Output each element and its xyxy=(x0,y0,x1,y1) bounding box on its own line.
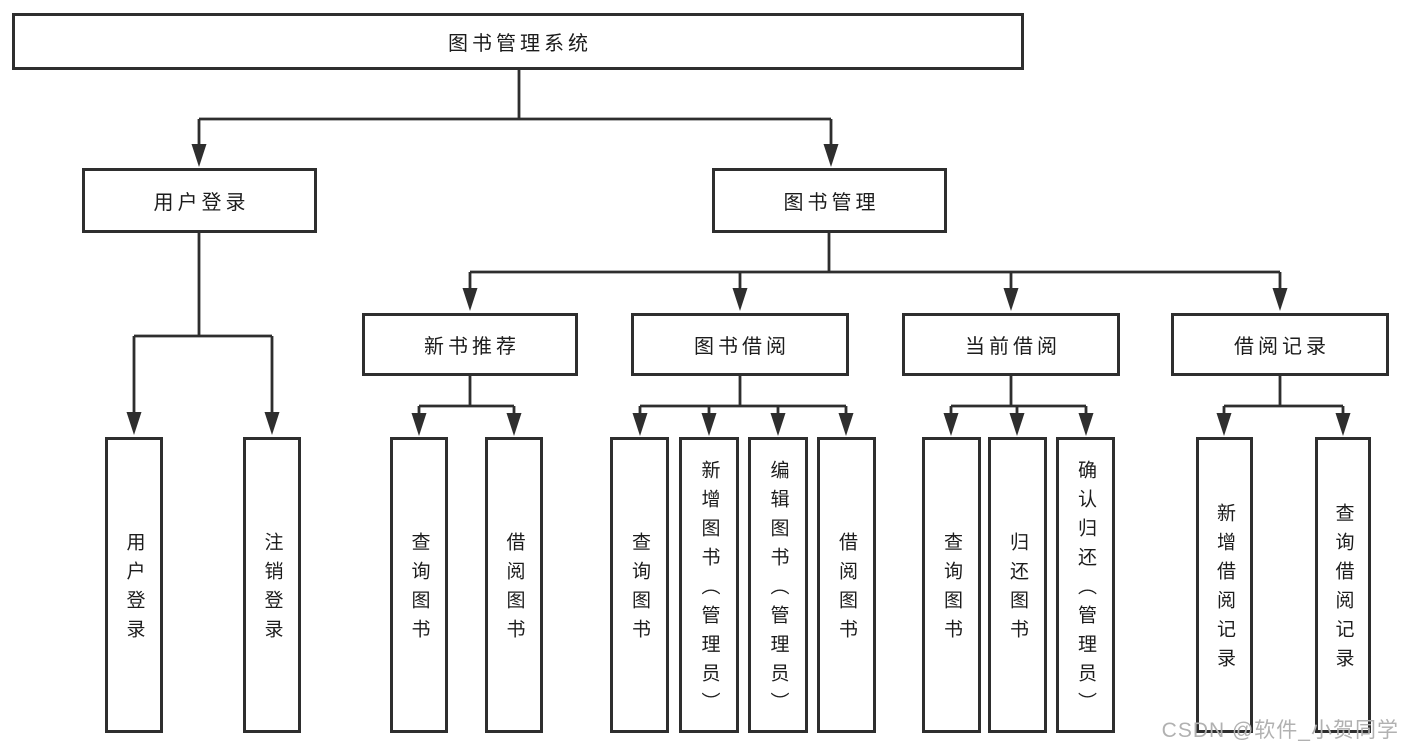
leaf-add-books-admin: 新增图书（管理员） xyxy=(679,437,739,733)
connector-current-to-leaves xyxy=(949,376,1088,417)
leaf-borrow-books-label: 借阅图书 xyxy=(836,532,857,648)
node-book-borrowing-label: 图书借阅 xyxy=(694,336,790,358)
node-root-system: 图书管理系统 xyxy=(12,13,1024,70)
leaf-query-books-borrow: 查询图书 xyxy=(610,437,669,733)
node-user-login-group: 用户登录 xyxy=(82,168,317,233)
node-book-management-label: 图书管理 xyxy=(783,192,880,214)
connector-root-to-level2 xyxy=(197,70,833,146)
node-user-login-group-label: 用户登录 xyxy=(153,192,250,214)
connector-borrow-to-leaves xyxy=(638,376,848,417)
leaf-query-borrow-record: 查询借阅记录 xyxy=(1315,437,1371,733)
connector-userlogin-to-leaves xyxy=(132,233,274,416)
connector-bookmgmt-to-level3 xyxy=(468,233,1282,291)
connector-records-to-leaves xyxy=(1222,376,1345,417)
leaf-query-books-recommend: 查询图书 xyxy=(390,437,448,733)
node-book-management: 图书管理 xyxy=(712,168,947,233)
leaf-query-books-current-label: 查询图书 xyxy=(941,532,962,648)
node-borrow-records-label: 借阅记录 xyxy=(1234,336,1330,358)
node-new-book-recommend: 新书推荐 xyxy=(362,313,578,376)
leaf-user-login-label: 用户登录 xyxy=(123,532,145,648)
node-current-borrowing: 当前借阅 xyxy=(902,313,1120,376)
leaf-add-books-admin-label: 新增图书（管理员） xyxy=(698,459,720,721)
leaf-return-books-label: 归还图书 xyxy=(1007,532,1028,648)
leaf-add-borrow-record-label: 新增借阅记录 xyxy=(1214,503,1235,677)
connector-newbook-to-leaves xyxy=(417,376,516,417)
node-root-system-label: 图书管理系统 xyxy=(448,33,592,55)
leaf-confirm-return-admin: 确认归还（管理员） xyxy=(1056,437,1115,733)
node-current-borrowing-label: 当前借阅 xyxy=(965,336,1061,358)
leaf-add-borrow-record: 新增借阅记录 xyxy=(1196,437,1253,733)
leaf-edit-books-admin-label: 编辑图书（管理员） xyxy=(767,459,789,721)
leaf-user-login: 用户登录 xyxy=(105,437,163,733)
leaf-logout: 注销登录 xyxy=(243,437,301,733)
node-borrow-records: 借阅记录 xyxy=(1171,313,1389,376)
leaf-borrow-books-recommend-label: 借阅图书 xyxy=(503,532,525,648)
leaf-confirm-return-admin-label: 确认归还（管理员） xyxy=(1075,459,1096,721)
watermark: CSDN @软件_小贺同学 xyxy=(1161,719,1399,742)
leaf-query-books-recommend-label: 查询图书 xyxy=(408,532,430,648)
leaf-logout-label: 注销登录 xyxy=(261,532,283,648)
leaf-query-books-borrow-label: 查询图书 xyxy=(629,532,650,648)
leaf-return-books: 归还图书 xyxy=(988,437,1047,733)
leaf-query-books-current: 查询图书 xyxy=(922,437,981,733)
leaf-query-borrow-record-label: 查询借阅记录 xyxy=(1332,503,1354,677)
node-book-borrowing: 图书借阅 xyxy=(631,313,849,376)
leaf-borrow-books-recommend: 借阅图书 xyxy=(485,437,543,733)
leaf-borrow-books: 借阅图书 xyxy=(817,437,876,733)
arrowheads-down xyxy=(126,144,1351,436)
node-new-book-recommend-label: 新书推荐 xyxy=(424,336,520,358)
leaf-edit-books-admin: 编辑图书（管理员） xyxy=(748,437,808,733)
